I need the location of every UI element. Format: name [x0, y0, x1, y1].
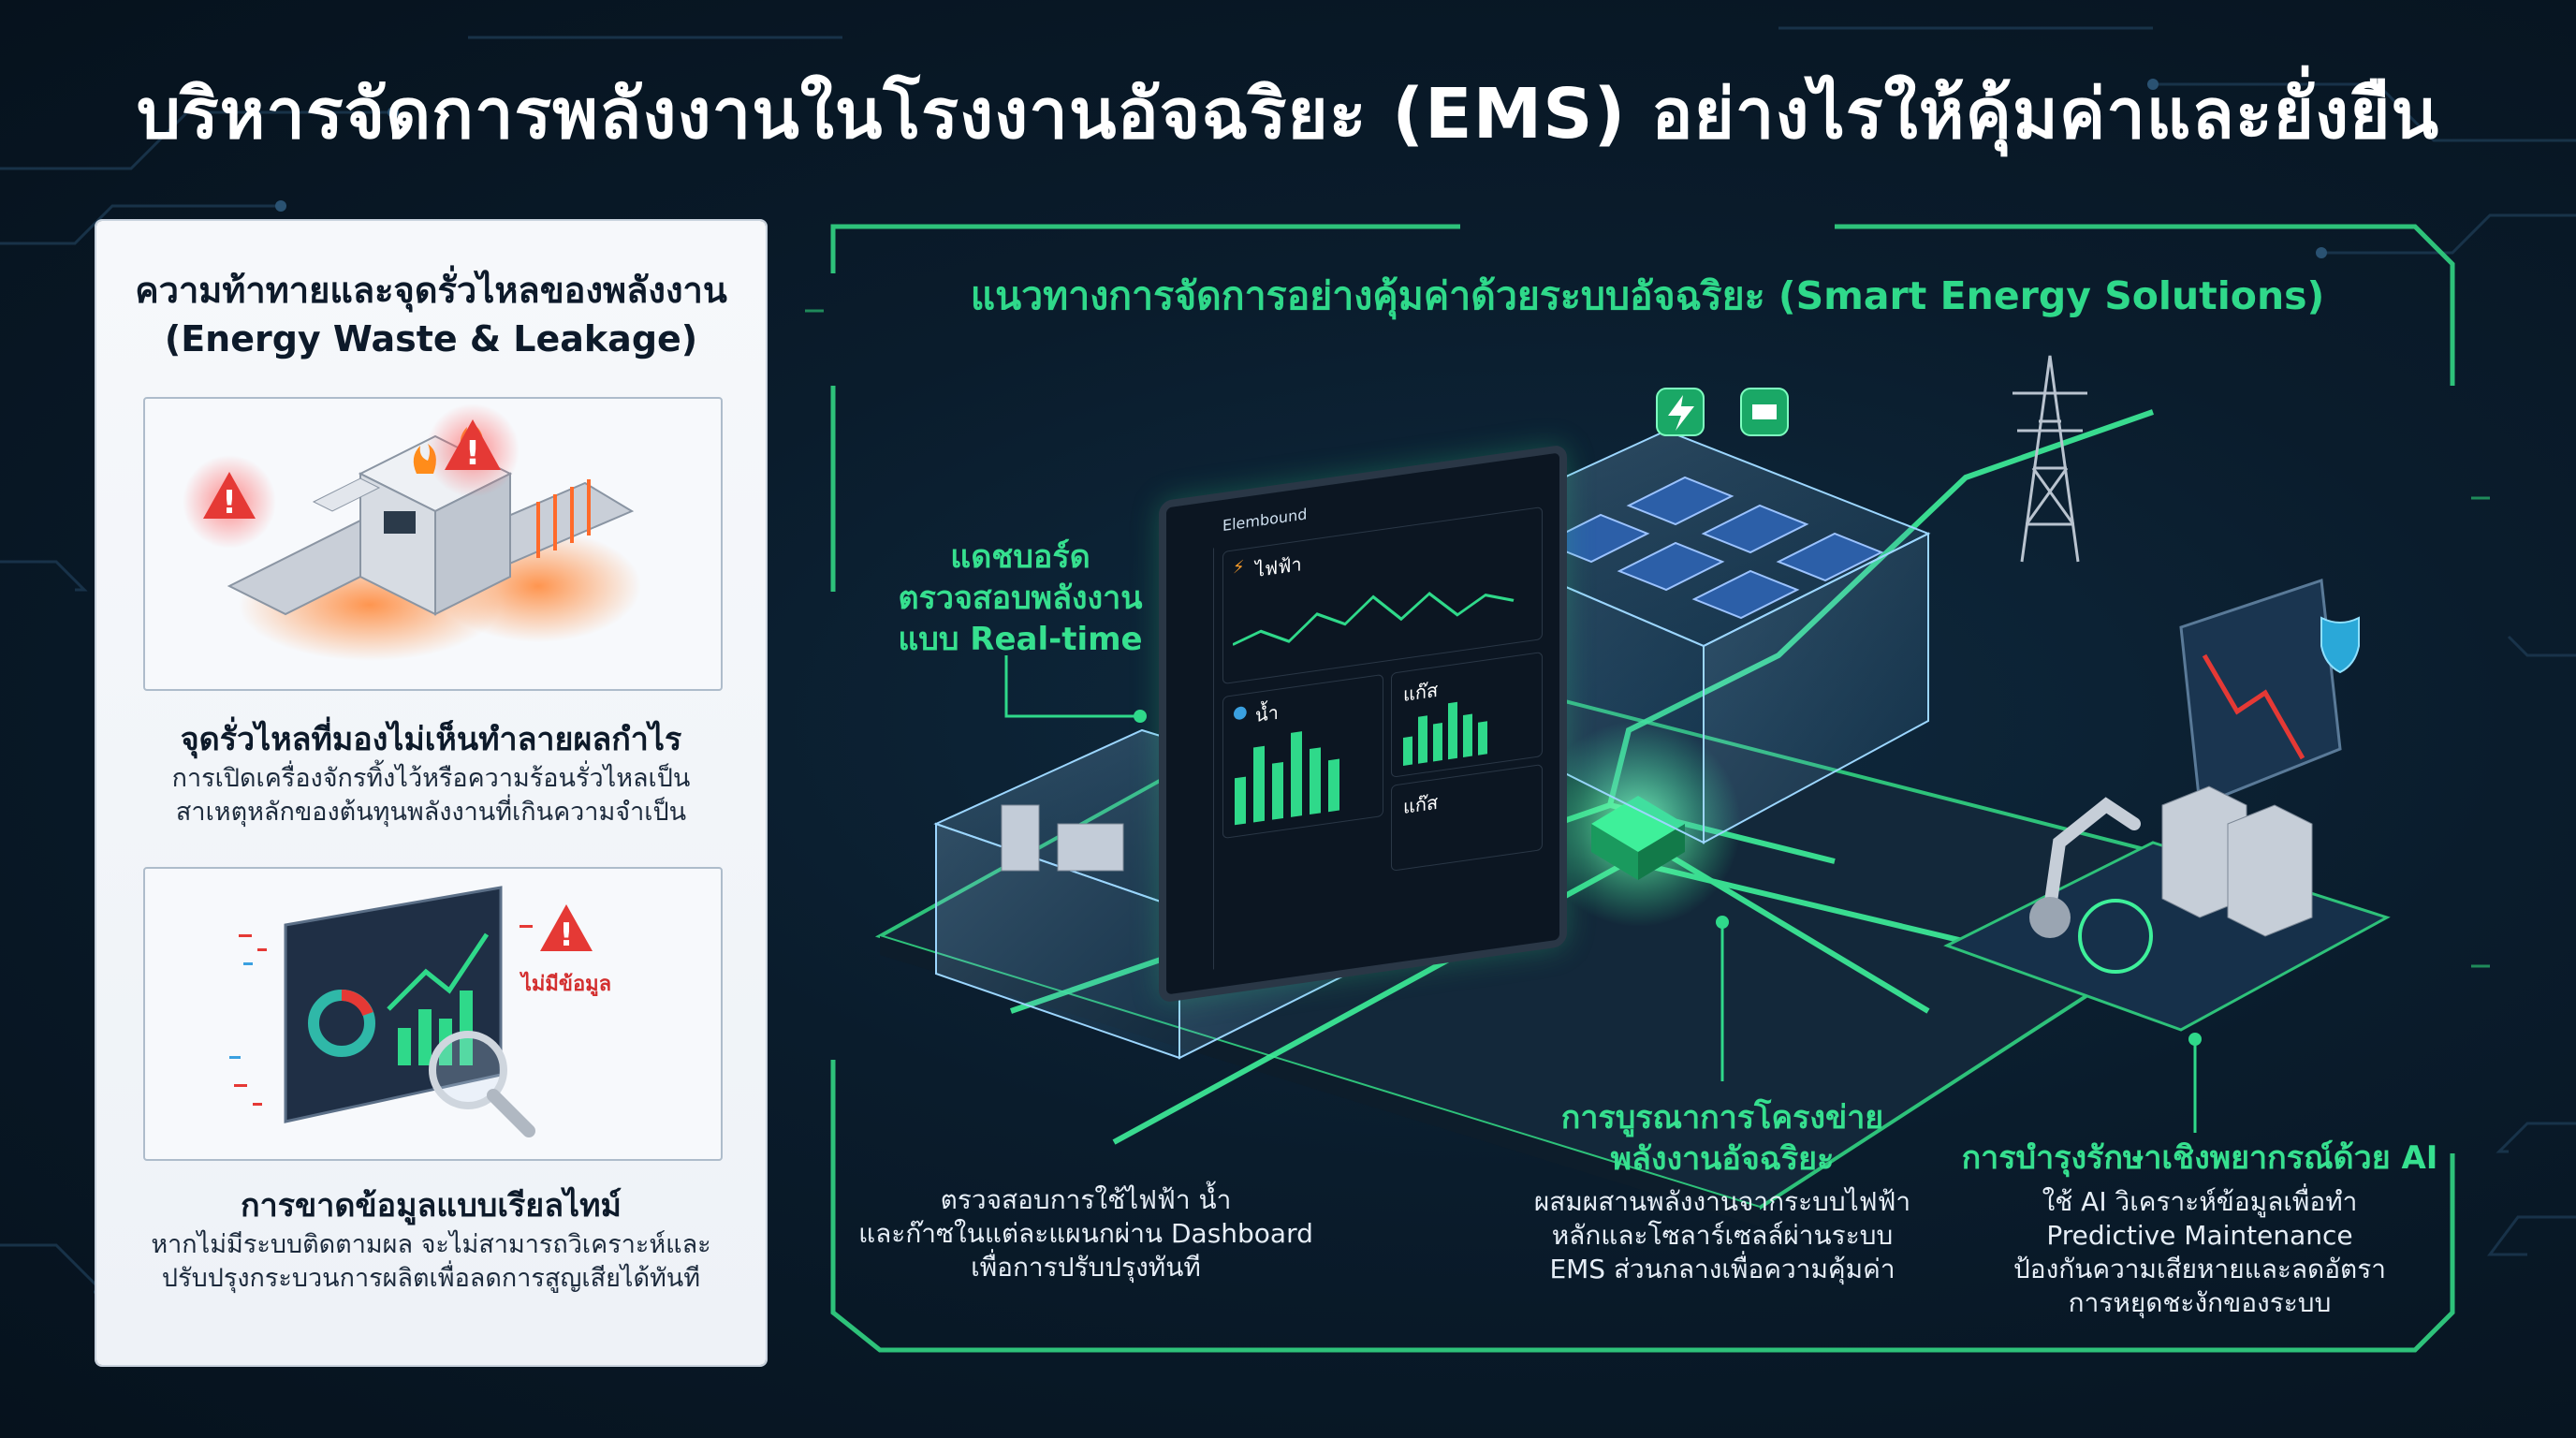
- ai-desc-line1: ใช้ AI วิเคราะห์ข้อมูลเพื่อทำ: [2042, 1186, 2358, 1217]
- leak-card-body: การเปิดเครื่องจักรทิ้งไว้หรือความร้อนรั่…: [115, 762, 747, 829]
- no-data-card-body-line1: หากไม่มีระบบติดตามผล จะไม่สามารถวิเคราะห…: [151, 1230, 711, 1259]
- dashboard-description: ตรวจสอบการใช้ไฟฟ้า น้ำ และก๊าซในแต่ละแผน…: [842, 1183, 1329, 1284]
- factory-leak-illustration: ! !: [183, 404, 641, 661]
- ai-desc-line3: ป้องกันความเสียหายและลดอัตรา: [2013, 1254, 2386, 1284]
- solutions-heading: แนวทางการจัดการอย่างคุ้มค่าด้วยระบบอัจฉร…: [970, 273, 2325, 318]
- grid-desc-line2: หลักและโซลาร์เซลล์ผ่านระบบ: [1551, 1220, 1894, 1251]
- leak-card-title: จุดรั่วไหลที่มองไม่เห็นทำลายผลกำไร: [180, 721, 682, 758]
- leak-card-body-line2: สาเหตุหลักของต้นทุนพลังงานที่เกินความจำเ…: [175, 798, 687, 827]
- dashboard-label-line2: ตรวจสอบพลังงาน: [898, 580, 1143, 617]
- electric-line-chart: [1233, 592, 1515, 646]
- bolt-icon: ⚡: [1233, 556, 1245, 579]
- grid-connector: [1716, 916, 1729, 1081]
- grid-desc-line1: ผสมผสานพลังงานจากระบบไฟฟ้า: [1533, 1186, 1911, 1217]
- gas-bar-chart: [1403, 697, 1487, 766]
- energy-leak-illustration-card: ! !: [143, 397, 723, 691]
- tile-gas2-label: แก๊ส: [1403, 790, 1439, 818]
- challenges-heading: ความท้าทายและจุดรั่วไหลของพลังงาน (Energ…: [96, 266, 766, 363]
- svg-text:!: !: [465, 434, 480, 473]
- ai-desc-line2: Predictive Maintenance: [2046, 1220, 2353, 1251]
- dashboard-label-line3: แบบ Real-time: [898, 621, 1143, 658]
- dashboard-desc-line3: เพื่อการปรับปรุงทันที: [971, 1252, 1201, 1283]
- dashboard-desc-line1: ตรวจสอบการใช้ไฟฟ้า น้ำ: [940, 1184, 1232, 1215]
- challenges-heading-line2: (Energy Waste & Leakage): [164, 318, 698, 360]
- dashboard-tile-electric: ⚡ ไฟฟ้า: [1222, 506, 1543, 685]
- no-data-card-title: การขาดข้อมูลแบบเรียลไทม์: [241, 1187, 622, 1225]
- dashboard-desc-line2: และก๊าซในแต่ละแผนกผ่าน Dashboard: [858, 1218, 1313, 1249]
- svg-text:!: !: [222, 484, 237, 521]
- grid-label: การบูรณาการโครงข่าย พลังงานอัจฉริยะ: [1516, 1097, 1928, 1180]
- grid-description: ผสมผสานพลังงานจากระบบไฟฟ้า หลักและโซลาร์…: [1498, 1185, 1947, 1286]
- tile-gas-label: แก๊ส: [1403, 678, 1439, 706]
- tile-water-label: น้ำ: [1255, 700, 1279, 727]
- energy-dashboard-monitor: Elembound ⚡ ไฟฟ้า ● น้ำ แก๊ส แก๊ส: [1159, 444, 1567, 1004]
- no-data-card-body: หากไม่มีระบบติดตามผล จะไม่สามารถวิเคราะห…: [115, 1228, 747, 1296]
- no-data-card-body-line2: ปรับปรุงกระบวนการผลิตเพื่อลดการสูญเสียได…: [161, 1264, 701, 1293]
- ai-desc-line4: การหยุดชะงักของระบบ: [2068, 1287, 2332, 1318]
- grid-label-line1: การบูรณาการโครงข่าย: [1560, 1099, 1884, 1137]
- dashboard-connector: [1004, 655, 1147, 723]
- challenges-heading-line1: ความท้าทายและจุดรั่วไหลของพลังงาน: [135, 270, 727, 311]
- water-bar-chart: [1235, 726, 1339, 826]
- svg-text:!: !: [559, 917, 574, 954]
- challenges-panel: ความท้าทายและจุดรั่วไหลของพลังงาน (Energ…: [96, 221, 766, 1365]
- warning-icon: [445, 419, 501, 470]
- ai-description: ใช้ AI วิเคราะห์ข้อมูลเพื่อทำ Predictive…: [1975, 1185, 2424, 1320]
- dashboard-tile-water: ● น้ำ: [1222, 673, 1383, 840]
- dashboard-label: แดชบอร์ด ตรวจสอบพลังงาน แบบ Real-time: [861, 536, 1179, 660]
- leak-card-body-line1: การเปิดเครื่องจักรทิ้งไว้หรือความร้อนรั่…: [171, 764, 691, 793]
- no-data-badge: ไม่มีข้อมูล: [520, 971, 611, 997]
- warning-icon: [203, 472, 256, 519]
- page-title: บริหารจัดการพลังงานในโรงงานอัจฉริยะ (EMS…: [136, 74, 2440, 154]
- dashboard-app-name: Elembound: [1222, 505, 1308, 536]
- missing-data-illustration: ! ไม่มีข้อมูล: [229, 886, 611, 1137]
- solutions-frame: [805, 224, 2490, 1353]
- grid-desc-line3: EMS ส่วนกลางเพื่อความคุ้มค่า: [1549, 1254, 1895, 1284]
- dashboard-sidebar: [1176, 548, 1214, 976]
- dashboard-label-line1: แดชบอร์ด: [950, 538, 1090, 576]
- warning-icon: [540, 904, 593, 951]
- ai-label: การบำรุงรักษาเชิงพยากรณ์ด้วย AI: [1961, 1139, 2438, 1177]
- ai-connector: [2188, 1033, 2202, 1133]
- grid-label-line2: พลังงานอัจฉริยะ: [1610, 1140, 1835, 1178]
- no-data-illustration-card: ! ไม่มีข้อมูล: [143, 867, 723, 1161]
- dashboard-tile-gas: แก๊ส: [1391, 652, 1543, 778]
- dashboard-tile-gas-2: แก๊ส: [1391, 764, 1543, 872]
- water-drop-icon: ●: [1233, 701, 1248, 724]
